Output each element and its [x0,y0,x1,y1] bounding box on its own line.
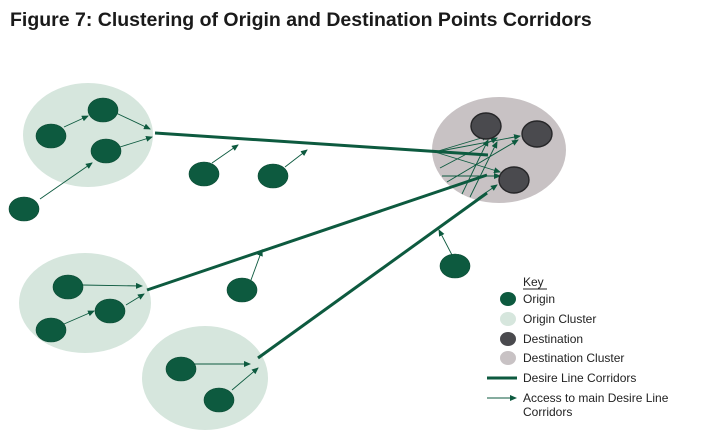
origin-point [35,123,67,149]
destination-point [498,166,530,194]
access-arrow [231,367,259,391]
origin-points [8,97,471,413]
corridor-line-2 [146,173,488,292]
origin-point [188,161,220,187]
access-arrow [434,134,489,153]
access-arrow [438,229,453,256]
origin-point [35,317,67,343]
origin-point [226,277,258,303]
access-arrow [434,134,521,153]
origin-point [52,274,84,300]
origin-cluster-2 [19,253,151,353]
access-arrow [211,144,239,164]
legend-origin-label: Origin [523,292,555,306]
origin-access-arrows [39,112,453,391]
desire-line-corridors [146,131,489,360]
access-arrow [284,149,308,168]
legend-destination-label: Destination [523,332,583,346]
legend: Key Origin Origin Cluster Destination De… [487,275,669,419]
access-arrow [477,184,498,199]
access-arrow [469,141,498,198]
access-arrow [63,310,95,325]
origin-cluster-1 [23,83,153,187]
origin-point [165,356,197,382]
origin-point [90,138,122,164]
access-arrow [115,112,151,130]
origin-point [87,97,119,123]
legend-destination-cluster-label: Destination Cluster [523,351,624,365]
legend-destination-swatch [500,332,516,346]
destination-points [470,112,553,194]
access-arrow [434,151,501,174]
origin-cluster-3 [142,326,268,430]
legend-title: Key [523,275,544,289]
legend-access-label-continued: Corridors [523,405,572,419]
access-arrow [81,282,143,289]
corridor-line-1 [154,131,489,157]
access-arrow [446,139,519,183]
origin-point [257,163,289,189]
access-arrow [63,115,89,128]
legend-destination-cluster-swatch [500,351,516,365]
figure-title: Figure 7: Clustering of Origin and Desti… [10,9,592,31]
access-arrow [125,293,145,306]
legend-access-label: Access to main Desire Line [523,391,669,405]
origin-point [8,196,40,222]
legend-corridor-label: Desire Line Corridors [523,371,636,385]
access-arrow [250,249,263,281]
legend-origin-cluster-swatch [500,312,516,326]
destination-point [470,112,502,140]
destination-access-arrows [434,134,521,199]
access-arrow [39,162,93,200]
legend-origin-swatch [500,292,516,306]
corridor-line-3 [257,191,488,360]
origin-point [94,298,126,324]
origin-point [439,253,471,279]
legend-origin-cluster-label: Origin Cluster [523,312,596,326]
access-arrow [461,139,489,195]
access-arrow [119,135,153,148]
origin-point [203,387,235,413]
destination-point [521,120,553,148]
